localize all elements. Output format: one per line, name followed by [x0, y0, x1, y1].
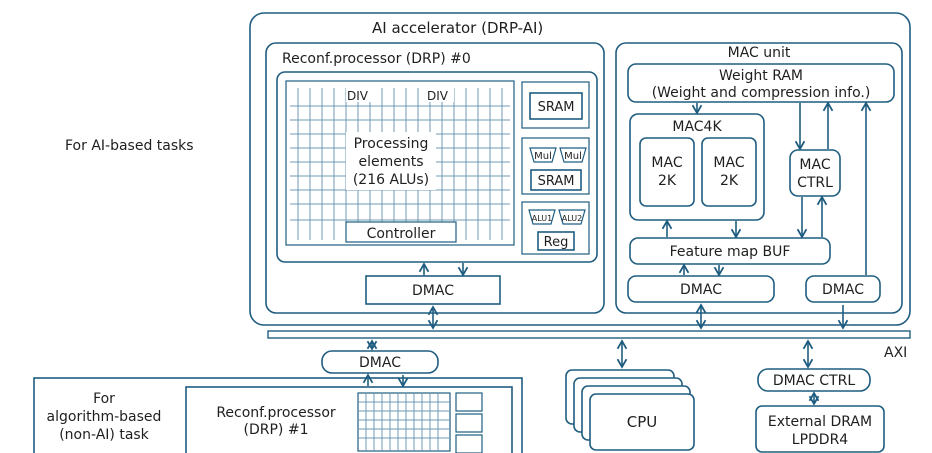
- drp1-line2: (DRP) #1: [244, 422, 309, 438]
- mul-group-box: [521, 137, 590, 195]
- mac2k-b-box: [701, 137, 757, 207]
- sram1-box: [529, 92, 583, 120]
- dmac-mac1-box: [627, 275, 775, 303]
- axi-bus: [267, 330, 911, 339]
- controller-label: Controller: [367, 226, 436, 242]
- drp1-line1: Reconf.processor: [216, 405, 336, 421]
- dmac-mac2-label: DMAC: [822, 282, 864, 298]
- pe-label-line1: Processing: [354, 136, 429, 152]
- dmac-drp0-label: DMAC: [412, 283, 454, 299]
- mul1-shape: [529, 147, 557, 163]
- drp1-box: [185, 386, 513, 453]
- mul2-shape: [559, 147, 587, 163]
- mac2k-a-box: [639, 137, 695, 207]
- weight-ram-line2: (Weight and compression info.): [652, 85, 871, 101]
- cpu-label: CPU: [627, 413, 658, 431]
- mac-ctrl-line1: MAC: [799, 157, 830, 173]
- algo-label-line1: For: [93, 391, 115, 407]
- algo-label-line3: (non-AI) task: [59, 427, 149, 443]
- cpu-box: [589, 393, 695, 451]
- weight-ram-line1: Weight RAM: [719, 68, 803, 84]
- div1-cell: [346, 88, 374, 102]
- pe-label-line2: elements: [358, 154, 423, 170]
- mac2k-b-line1: MAC: [713, 155, 744, 171]
- mac-ctrl-box: [789, 149, 841, 197]
- weight-ram-box: [627, 63, 895, 103]
- mul2-label: Mul: [564, 151, 582, 162]
- feature-map-buf-label: Feature map BUF: [670, 244, 791, 260]
- mac2k-a-line2: 2K: [658, 173, 677, 189]
- drp1-mini-gridlines: [358, 393, 450, 451]
- dmac-mac1-label: DMAC: [680, 282, 722, 298]
- external-dram-box: [755, 405, 885, 453]
- drp1-alu-mini: [455, 434, 483, 453]
- alu1-shape: [528, 209, 556, 225]
- drp1-sram-mini: [455, 392, 483, 412]
- drp1-mini-grid: [357, 392, 451, 452]
- div2-label: DIV: [427, 89, 449, 103]
- alu2-label: ALU2: [562, 214, 582, 223]
- drp0-title: Reconf.processor (DRP) #0: [282, 51, 471, 67]
- dmac-drp1-label: DMAC: [359, 355, 401, 371]
- drp1-mul-mini: [455, 413, 483, 433]
- sram2-box: [530, 169, 582, 191]
- mac-unit-title: MAC unit: [728, 45, 791, 61]
- mac2k-a-line1: MAC: [651, 155, 682, 171]
- dram-line2: LPDDR4: [792, 432, 849, 448]
- div1-label: DIV: [347, 89, 369, 103]
- dmac-drp0-box: [365, 275, 501, 305]
- sram2-label: SRAM: [538, 174, 575, 189]
- dmac-drp1-box: [321, 350, 439, 374]
- controller-box: [345, 221, 457, 243]
- accelerator-title: AI accelerator (DRP-AI): [372, 19, 543, 37]
- axi-label: AXI: [884, 345, 907, 361]
- dmac-mac2-box: [805, 275, 881, 303]
- pe-array-frame: [285, 80, 515, 246]
- pe-label-bg: [346, 132, 436, 190]
- mac2k-b-line2: 2K: [720, 173, 739, 189]
- mul1-label: Mul: [534, 151, 552, 162]
- reg-label: Reg: [544, 235, 569, 250]
- sram1-label: SRAM: [538, 100, 575, 115]
- feature-map-buf-box: [629, 237, 831, 265]
- dmac-ctrl-box: [757, 368, 871, 392]
- alu1-label: ALU1: [532, 214, 552, 223]
- mac4k-label: MAC4K: [672, 119, 722, 135]
- alu-group-box: [521, 201, 590, 255]
- sram-group-box: [521, 81, 590, 129]
- dram-line1: External DRAM: [768, 414, 872, 430]
- alu2-shape: [558, 209, 586, 225]
- pe-grid: [290, 88, 510, 240]
- algo-label-line2: algorithm-based: [47, 409, 162, 425]
- dmac-ctrl-label: DMAC CTRL: [773, 373, 855, 389]
- mac-ctrl-line2: CTRL: [797, 175, 833, 191]
- reg-box: [537, 231, 575, 251]
- ai-tasks-label: For AI-based tasks: [65, 138, 194, 154]
- div2-cell: [426, 88, 454, 102]
- pe-label-line3: (216 ALUs): [353, 172, 429, 188]
